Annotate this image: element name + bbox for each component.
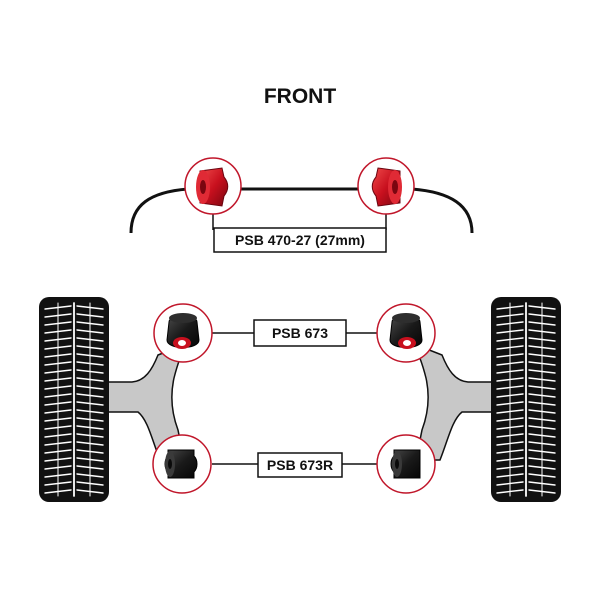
tyre-tread-groove <box>44 441 104 446</box>
tyre-tread-groove <box>496 449 556 454</box>
tyre-tread-groove <box>496 457 556 462</box>
tyre-icon <box>39 297 109 502</box>
black-bush-red-insert-icon <box>166 313 200 349</box>
tyre-tread-groove <box>496 409 556 414</box>
front-wishbone-bush-right <box>376 303 436 363</box>
black-bush-red-insert-icon <box>389 313 423 349</box>
tyre-tread-groove <box>496 481 556 486</box>
tyre-icon <box>491 297 561 502</box>
tyre-tread-groove <box>44 337 104 342</box>
page-title: FRONT <box>264 85 336 108</box>
tyre-tread-groove <box>496 329 556 334</box>
left-tyre <box>39 297 109 502</box>
tyre-tread-groove <box>496 337 556 342</box>
tyre-tread-groove <box>44 313 104 318</box>
tyre-tread-groove <box>496 377 556 382</box>
tyre-tread-groove <box>44 345 104 350</box>
black-bush-icon <box>164 449 198 479</box>
anti-roll-bar-bush-left <box>184 157 242 215</box>
tyre-tread-groove <box>44 305 104 310</box>
tyre-tread-groove <box>44 409 104 414</box>
left-wishbone-arm <box>107 342 188 461</box>
tyre-tread-groove <box>44 465 104 470</box>
tyre-tread-groove <box>496 489 556 494</box>
red-polyurethane-bush-icon <box>196 167 229 207</box>
tyre-tread-groove <box>496 473 556 478</box>
tyre-tread-groove <box>44 425 104 430</box>
tyre-tread-groove <box>44 361 104 366</box>
tyre-tread-groove <box>496 433 556 438</box>
tyre-tread-groove <box>44 369 104 374</box>
front-wishbone-bush-left <box>153 303 213 363</box>
tyre-tread-groove <box>496 393 556 398</box>
black-bush-icon <box>390 449 421 479</box>
tyre-tread-groove <box>44 489 104 494</box>
anti-roll-bar-part-number: PSB 470-27 (27mm) <box>235 232 365 248</box>
tyre-tread-groove <box>496 361 556 366</box>
tyre-tread-groove <box>496 401 556 406</box>
tyre-tread-groove <box>44 473 104 478</box>
tyre-tread-groove <box>44 321 104 326</box>
tyre-tread-groove <box>44 433 104 438</box>
tyre-tread-groove <box>496 385 556 390</box>
tyre-tread-groove <box>496 465 556 470</box>
rear-wishbone-label: PSB 673R <box>257 452 343 478</box>
tyre-tread-groove <box>44 353 104 358</box>
tyre-tread-groove <box>44 417 104 422</box>
tyre-tread-groove <box>496 353 556 358</box>
tyre-tread-groove <box>496 305 556 310</box>
tyre-tread-groove <box>496 313 556 318</box>
anti-roll-bar-bush-right <box>357 157 415 215</box>
right-wishbone-arm <box>412 342 493 461</box>
tyre-tread-groove <box>44 393 104 398</box>
tyre-tread-groove <box>44 377 104 382</box>
front-wishbone-part-number: PSB 673 <box>272 325 328 341</box>
anti-roll-bar <box>129 187 474 234</box>
tyre-tread-groove <box>496 425 556 430</box>
rear-wishbone-part-number: PSB 673R <box>267 457 333 473</box>
tyre-tread-groove <box>44 457 104 462</box>
tyre-tread-groove <box>496 441 556 446</box>
anti-roll-bar-label: PSB 470-27 (27mm) <box>213 227 387 253</box>
tyre-tread-groove <box>44 481 104 486</box>
tyre-tread-groove <box>496 321 556 326</box>
tyre-tread-groove <box>44 385 104 390</box>
tyre-tread-groove <box>496 369 556 374</box>
tyre-tread-groove <box>44 449 104 454</box>
tyre-tread-groove <box>44 401 104 406</box>
tyre-tread-groove <box>496 345 556 350</box>
tyre-tread-groove <box>496 417 556 422</box>
red-polyurethane-bush-icon <box>371 167 402 207</box>
rear-wishbone-bush-left <box>152 434 212 494</box>
rear-wishbone-bush-right <box>376 434 436 494</box>
right-tyre <box>491 297 561 502</box>
front-wishbone-label: PSB 673 <box>253 319 347 347</box>
tyre-tread-groove <box>44 329 104 334</box>
